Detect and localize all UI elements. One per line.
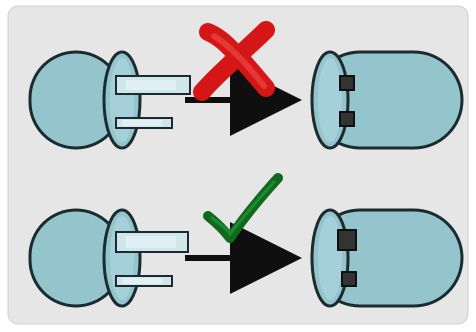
outlet-right-wrong	[310, 50, 464, 150]
outlet-slot-top	[339, 75, 355, 91]
prongs	[115, 75, 191, 129]
plug-face-highlight	[110, 58, 134, 142]
prong-top-shade	[126, 236, 176, 248]
outlet-face-highlight	[318, 216, 342, 300]
prong-bottom-shade	[122, 120, 162, 126]
outlet-slot-top	[337, 229, 357, 251]
plug-left-wrong	[28, 50, 191, 150]
prong-top-shade	[126, 80, 176, 90]
outlet-slot-bottom	[339, 111, 355, 127]
outlet-slot-bottom	[341, 271, 357, 287]
red-x-icon	[193, 21, 275, 101]
prong-bottom-shade	[122, 278, 162, 284]
plug-face-highlight	[110, 216, 134, 300]
green-check-icon	[203, 173, 283, 243]
prongs	[115, 231, 189, 287]
outlet-right-correct	[310, 208, 464, 308]
plug-left-correct	[28, 208, 189, 308]
outlet-face-highlight	[318, 58, 342, 142]
